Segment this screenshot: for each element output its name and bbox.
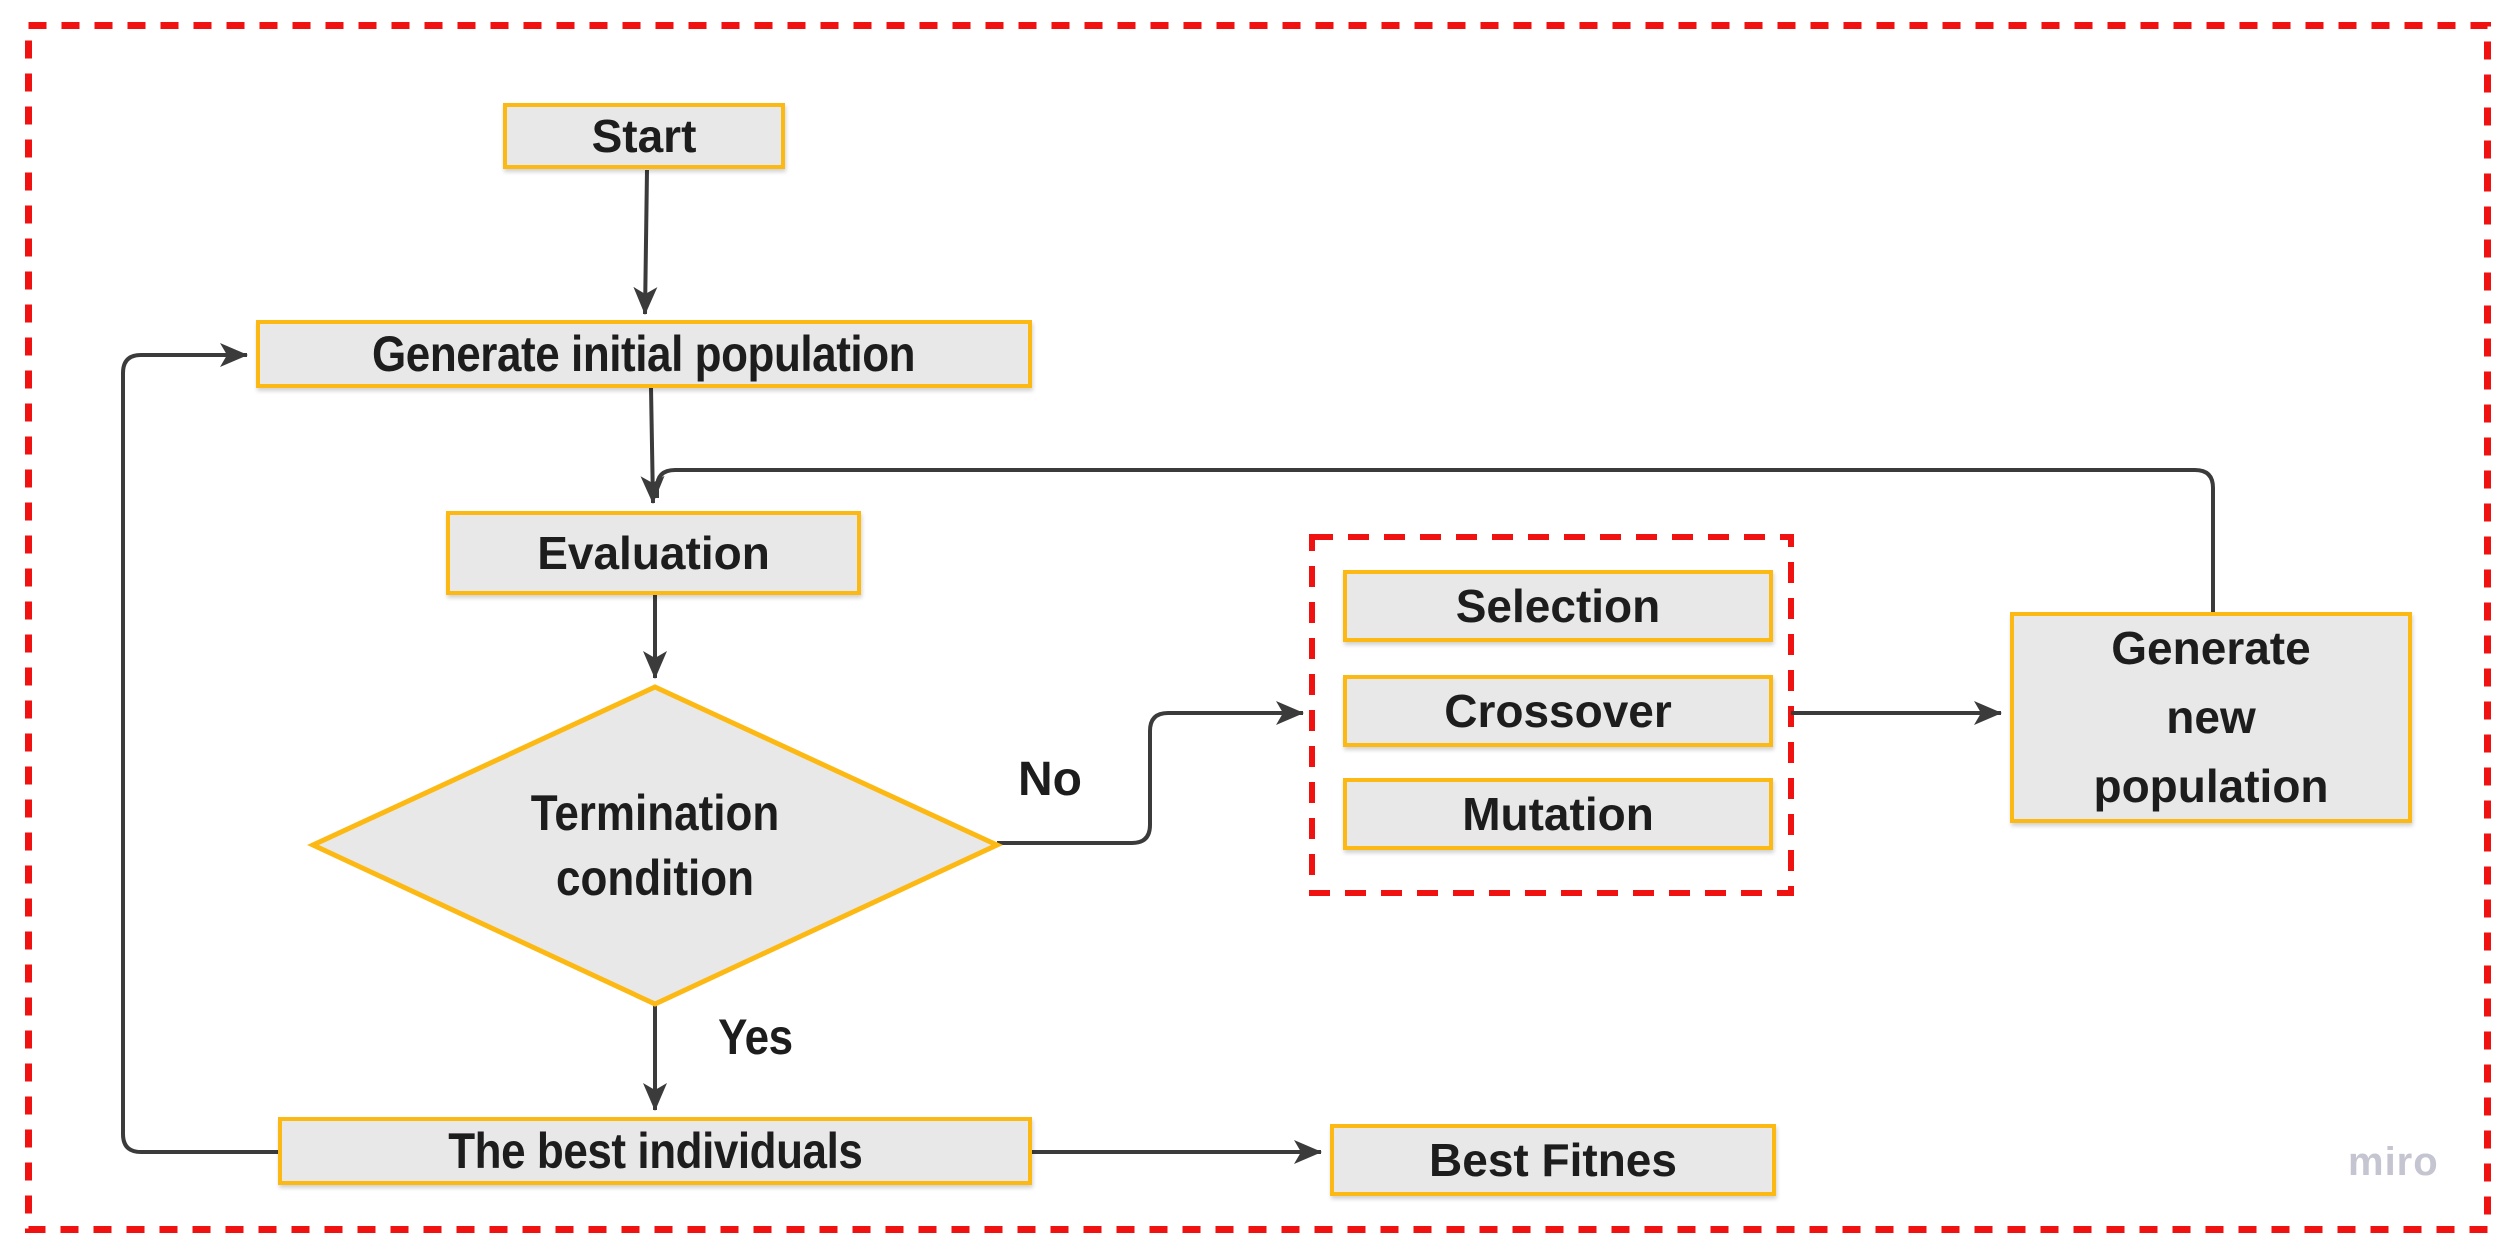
node-generate-initial-population-label: Generate initial population [372, 326, 916, 382]
edge-label-yes: Yes [713, 1008, 798, 1066]
node-selection[interactable]: Selection [1343, 570, 1773, 642]
node-mutation[interactable]: Mutation [1343, 778, 1773, 850]
node-start[interactable]: Start [503, 103, 785, 169]
termination-condition-label: Termination condition [530, 784, 780, 906]
edge-generate-initial-to-evaluation [640, 387, 665, 504]
termination-condition-diamond[interactable] [307, 684, 1003, 1007]
outer-dashed-frame [25, 22, 2491, 1233]
edge-start-to-generate-initial [633, 169, 658, 315]
node-evaluation[interactable]: Evaluation [446, 511, 861, 595]
edge-label-no-text: No [1018, 753, 1082, 806]
node-generate-new-population-label: Generate new population [2093, 622, 2329, 812]
node-best-individuals-label: The best individuals [447, 1123, 863, 1179]
node-crossover-label: Crossover [1444, 685, 1672, 737]
edge-termination-no-to-operators [997, 701, 1304, 845]
node-evaluation-label: Evaluation [537, 527, 770, 579]
edge-new-population-feedback [655, 468, 2215, 612]
miro-watermark[interactable]: miro [2348, 1140, 2439, 1184]
node-best-individuals[interactable]: The best individuals [278, 1117, 1032, 1185]
edge-best-individuals-loop-to-generate-initial [121, 343, 278, 1154]
termination-condition-text: Termination condition [485, 687, 825, 1004]
node-selection-label: Selection [1455, 580, 1661, 632]
node-mutation-label: Mutation [1462, 788, 1654, 840]
node-start-label: Start [591, 110, 697, 162]
edge-label-no: No [1018, 752, 1082, 807]
node-best-fitness[interactable]: Best Fitnes [1330, 1124, 1776, 1196]
edge-label-yes-text: Yes [718, 1009, 793, 1065]
node-best-fitness-label: Best Fitnes [1429, 1134, 1677, 1186]
node-generate-initial-population[interactable]: Generate initial population [256, 320, 1032, 388]
node-generate-new-population[interactable]: Generate new population [2010, 612, 2412, 823]
node-crossover[interactable]: Crossover [1343, 675, 1773, 747]
